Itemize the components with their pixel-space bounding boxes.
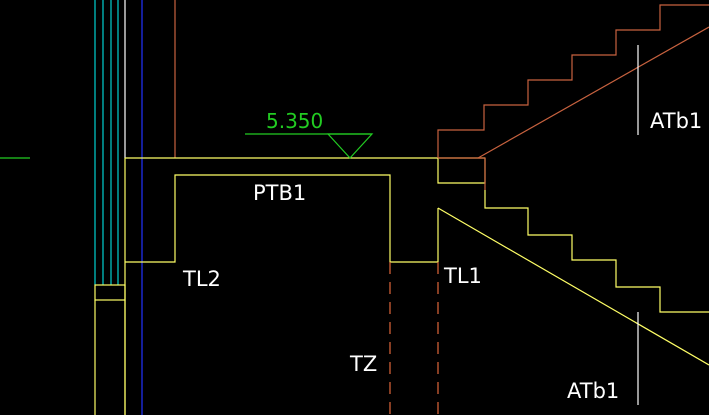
label-landing-beam-left: TL2 bbox=[182, 267, 221, 291]
label-landing-beam-right: TL1 bbox=[443, 264, 482, 288]
lower-flight-soffit bbox=[437, 207, 709, 366]
upper-flight-landing bbox=[438, 157, 486, 190]
elevation-value: 5.350 bbox=[266, 109, 323, 133]
wall-lines bbox=[94, 0, 176, 415]
elevation-triangle-icon bbox=[326, 133, 374, 159]
lower-flight bbox=[437, 190, 709, 366]
upper-flight-soffit bbox=[477, 26, 709, 159]
column-dashed-lines bbox=[389, 262, 439, 415]
label-lower-flight: ATb1 bbox=[567, 379, 619, 403]
upper-flight bbox=[437, 4, 709, 190]
platform-underside bbox=[125, 174, 438, 263]
elevation-marker bbox=[245, 133, 374, 159]
label-column: TZ bbox=[349, 352, 377, 376]
lower-flight-steps bbox=[484, 190, 709, 313]
label-platform-slab: PTB1 bbox=[253, 181, 306, 205]
label-upper-flight: ATb1 bbox=[650, 109, 702, 133]
upper-flight-steps bbox=[437, 4, 709, 158]
